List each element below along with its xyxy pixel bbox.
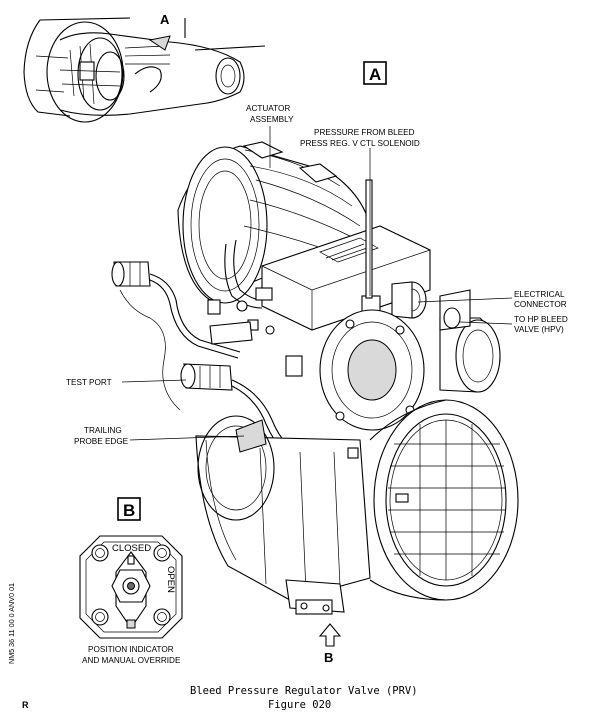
test-port-label: TEST PORT bbox=[66, 378, 112, 387]
trailing-label-line1: TRAILING bbox=[84, 426, 122, 435]
prv-valve-illustration bbox=[111, 141, 519, 615]
caption-figure: Figure 020 bbox=[268, 699, 331, 711]
closed-label: CLOSED bbox=[112, 543, 151, 554]
actuator-label-line2: ASSEMBLY bbox=[250, 115, 294, 124]
corner-bolt-bl bbox=[91, 608, 109, 626]
view-a-box bbox=[363, 61, 387, 85]
view-a-marker: A bbox=[160, 12, 170, 27]
corner-bolt-tl bbox=[91, 544, 109, 562]
position-indicator-detail bbox=[79, 535, 183, 639]
electrical-label-line1: ELECTRICAL bbox=[514, 290, 565, 299]
open-label: OPEN bbox=[165, 566, 176, 593]
electrical-label-line2: CONNECTOR bbox=[514, 300, 567, 309]
view-b-arrow bbox=[318, 623, 342, 647]
view-b-box-label: B bbox=[123, 501, 135, 520]
corner-mark: R bbox=[22, 700, 29, 710]
position-label-line2: AND MANUAL OVERRIDE bbox=[82, 656, 181, 665]
position-label-line1: POSITION INDICATOR bbox=[88, 645, 174, 654]
view-b-box bbox=[117, 497, 141, 521]
actuator-label-line1: ACTUATOR bbox=[246, 104, 290, 113]
hp-valve-label-line2: VALVE (HPV) bbox=[514, 325, 564, 334]
engine-location-inset bbox=[23, 17, 266, 123]
view-b-marker: B bbox=[324, 650, 333, 665]
corner-bolt-br bbox=[153, 608, 171, 626]
pressure-label-line1: PRESSURE FROM BLEED bbox=[314, 128, 415, 137]
trailing-label-line2: PROBE EDGE bbox=[74, 437, 129, 446]
hp-valve-label-line1: TO HP BLEED bbox=[514, 315, 568, 324]
corner-bolt-tr bbox=[153, 544, 171, 562]
caption-title: Bleed Pressure Regulator Valve (PRV) bbox=[190, 685, 418, 697]
leader-lines bbox=[121, 126, 513, 441]
view-a-box-label: A bbox=[369, 65, 381, 84]
side-code: NM5 36 11 00 0 ANV0 01 bbox=[7, 583, 16, 664]
pressure-label-line2: PRESS REG. V CTL SOLENOID bbox=[300, 139, 420, 148]
